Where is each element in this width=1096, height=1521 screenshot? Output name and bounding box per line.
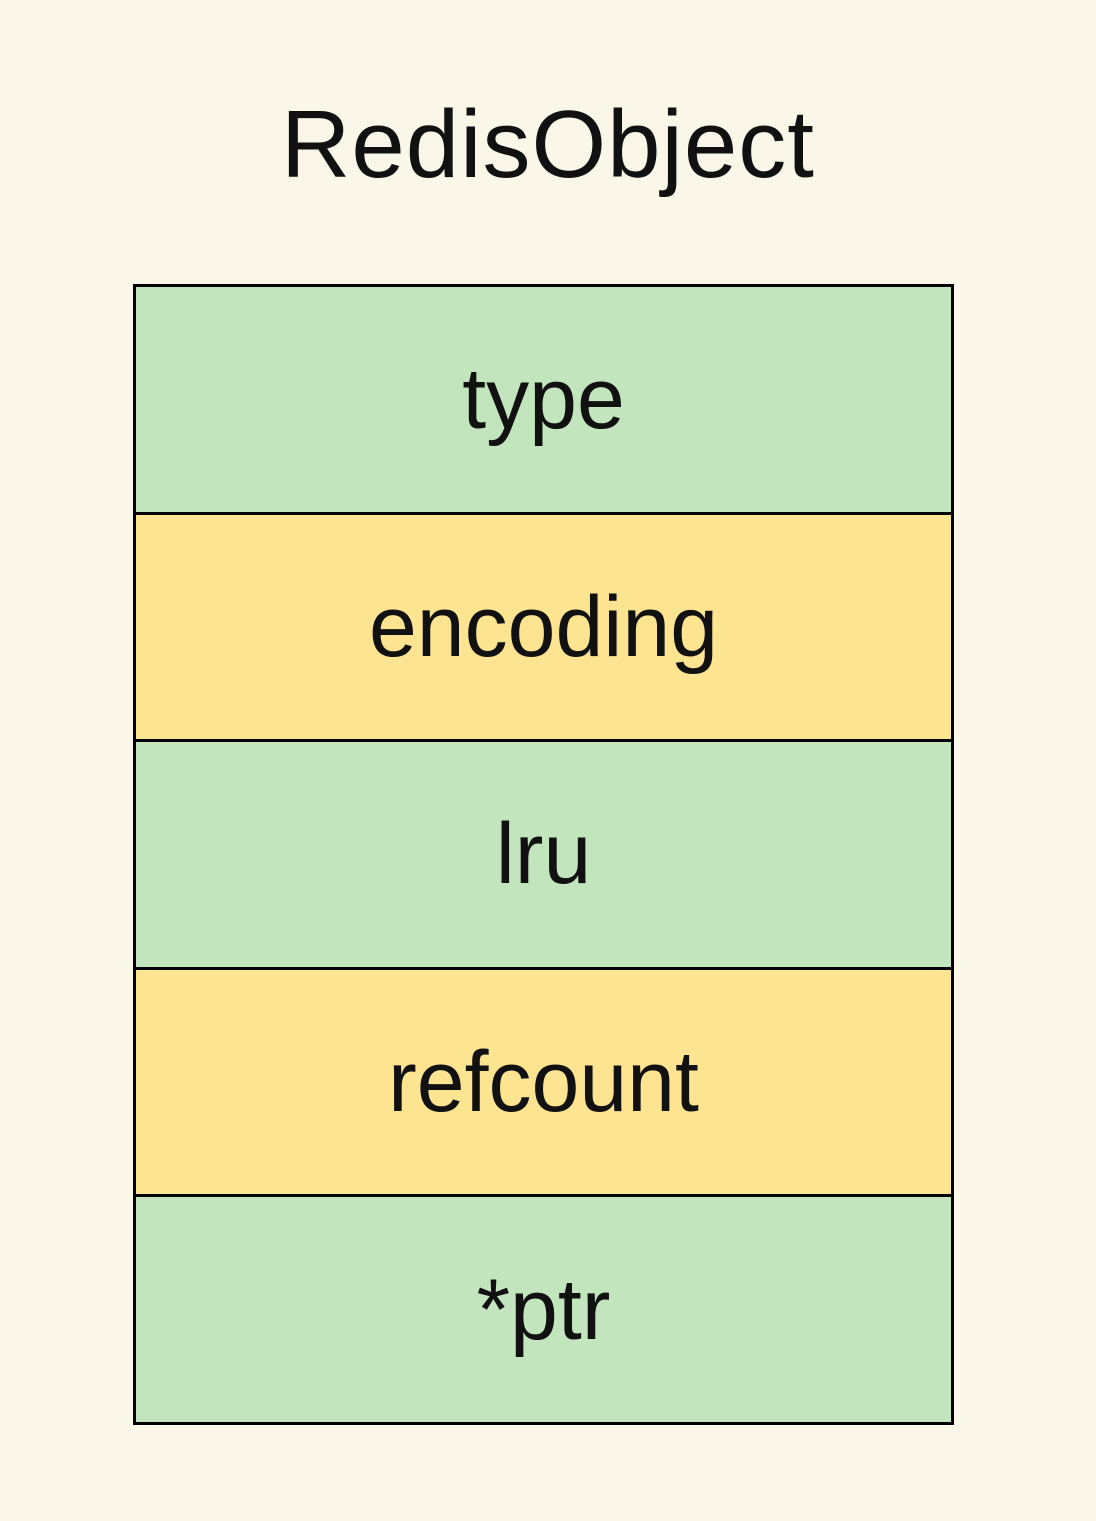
- struct-row-ptr: *ptr: [136, 1197, 951, 1422]
- diagram-title: RedisObject: [281, 91, 815, 198]
- struct-row-encoding: encoding: [136, 514, 951, 743]
- struct-row-type: type: [136, 287, 951, 515]
- struct-row-refcount: refcount: [136, 969, 951, 1198]
- struct-row-label: type: [462, 351, 625, 448]
- struct-row-label: refcount: [388, 1034, 699, 1131]
- struct-row-lru: lru: [136, 742, 951, 970]
- struct-row-label: lru: [495, 806, 592, 903]
- struct-row-label: *ptr: [476, 1261, 611, 1358]
- redis-object-struct-table: type encoding lru refcount *ptr: [133, 284, 954, 1425]
- struct-row-label: encoding: [368, 578, 719, 675]
